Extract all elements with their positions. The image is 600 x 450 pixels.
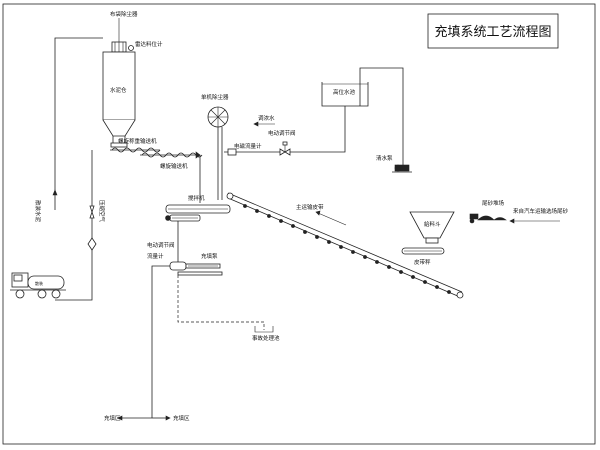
electromag-meter-label: 电磁流量计 xyxy=(234,142,262,150)
flow-meter-label: 流量计 xyxy=(147,252,164,260)
electromag-meter-icon xyxy=(227,148,237,156)
water-pipe xyxy=(224,106,346,153)
outer-frame xyxy=(2,3,596,445)
electric-valve-low-label: 电动调节阀 xyxy=(147,241,175,249)
fill-pump-label: 充填泵 xyxy=(201,252,218,260)
hopper xyxy=(409,211,455,244)
air-valve-icon xyxy=(87,237,97,251)
bag-filter-label: 布袋除尘器 xyxy=(110,10,138,18)
clear-pump-label: 清水泵 xyxy=(376,154,393,162)
compressed-air-pipe xyxy=(55,180,93,301)
mixer xyxy=(165,204,231,222)
silo-cone xyxy=(102,119,136,137)
high-tank-label: 高位水池 xyxy=(333,88,356,96)
tail-yard xyxy=(469,213,507,224)
single-filter xyxy=(207,106,229,200)
cement-silo xyxy=(102,41,136,148)
fill-zone-right-label: 充填区 xyxy=(173,414,190,422)
electric-valve-top-label: 电动调节阀 xyxy=(268,129,296,137)
bulk-cement-pipe xyxy=(54,37,103,210)
screw-weigher-label: 螺旋称重输送机 xyxy=(118,137,157,145)
fill-pump xyxy=(169,261,223,276)
mixer-label: 搅拌机 xyxy=(188,194,205,202)
silo-body xyxy=(102,51,136,121)
hopper-label: 給料斗 xyxy=(424,220,441,228)
fill-zone-left-label: 充填区 xyxy=(104,414,121,422)
accident-pipe xyxy=(177,275,265,330)
accident-pool-label: 事故处理池 xyxy=(252,334,280,342)
truck-source-label: 来自汽车运输选场尾砂 xyxy=(513,207,569,215)
electric-valve-top-icon xyxy=(279,148,286,156)
screw-conveyor xyxy=(140,151,203,159)
screw-weigher xyxy=(110,147,161,153)
tune-water-label: 调浓水 xyxy=(258,114,275,122)
main-belt xyxy=(226,192,464,299)
cement-silo-label: 水泥仓 xyxy=(110,86,127,94)
cement-truck: 散装 xyxy=(10,272,66,299)
tail-yard-label: 尾砂堆场 xyxy=(482,199,505,207)
bulk-cement-label: 散装水泥 xyxy=(34,200,42,223)
truck-tank-label: 散装 xyxy=(35,280,43,286)
belt-scale-label: 皮带秤 xyxy=(414,258,431,266)
level-gauge-label: 雷达料位计 xyxy=(135,40,163,48)
compressed-air-label: 压缩空气 xyxy=(98,200,106,223)
diagram-title: 充填系统工艺流程图 xyxy=(434,24,551,40)
fill-pipe-left xyxy=(151,265,170,418)
single-filter-label: 单机除尘器 xyxy=(201,93,229,101)
clear-pump xyxy=(392,164,412,173)
level-gauge-icon xyxy=(128,45,134,51)
main-belt-label: 主运输皮带 xyxy=(296,203,324,211)
screw-conveyor-label: 螺旋输送机 xyxy=(160,162,188,170)
title-box xyxy=(427,13,559,49)
belt-scale xyxy=(401,247,445,255)
